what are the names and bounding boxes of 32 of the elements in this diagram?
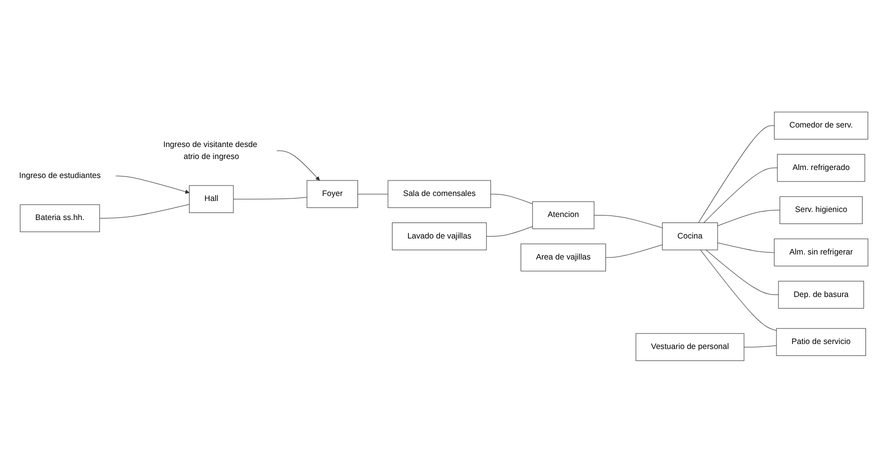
- connector: [717, 210, 780, 226]
- node-box: Area de vajillas: [520, 244, 606, 272]
- node-box: Lavado de vajillas: [392, 222, 487, 250]
- node-box: Alm. refrigerado: [777, 154, 866, 182]
- connector: [717, 242, 774, 253]
- node-text: Ingreso de visitante desde atrio de ingreso: [163, 140, 258, 161]
- node-box: Vestuario de personal: [636, 333, 744, 362]
- connector: [486, 226, 533, 237]
- node-box: Cocina: [662, 222, 718, 250]
- connector: [594, 215, 663, 228]
- connector: [698, 126, 775, 224]
- connector: [700, 250, 777, 331]
- node-text: Ingreso de estudiantes: [19, 172, 101, 180]
- connector: [233, 197, 308, 200]
- node-box: Bateria ss.hh.: [20, 204, 100, 232]
- node-box: Dep. de basura: [778, 281, 864, 309]
- arrow: [276, 150, 320, 181]
- node-box: Hall: [189, 185, 234, 214]
- connector: [706, 250, 779, 296]
- connector: [490, 194, 533, 204]
- node-box: Atencion: [532, 202, 594, 230]
- connector: [744, 346, 777, 348]
- node-box: Sala de comensales: [388, 180, 491, 208]
- node-box: Patio de servicio: [776, 328, 866, 356]
- connector: [605, 244, 663, 258]
- arrow: [115, 176, 190, 194]
- connector: [703, 168, 778, 224]
- node-box: Alm. sin refrigerar: [774, 238, 868, 266]
- node-box: Foyer: [306, 180, 358, 208]
- node-box: Comedor de serv.: [774, 112, 868, 140]
- node-box: Serv. higienico: [780, 196, 863, 224]
- connector: [99, 204, 190, 219]
